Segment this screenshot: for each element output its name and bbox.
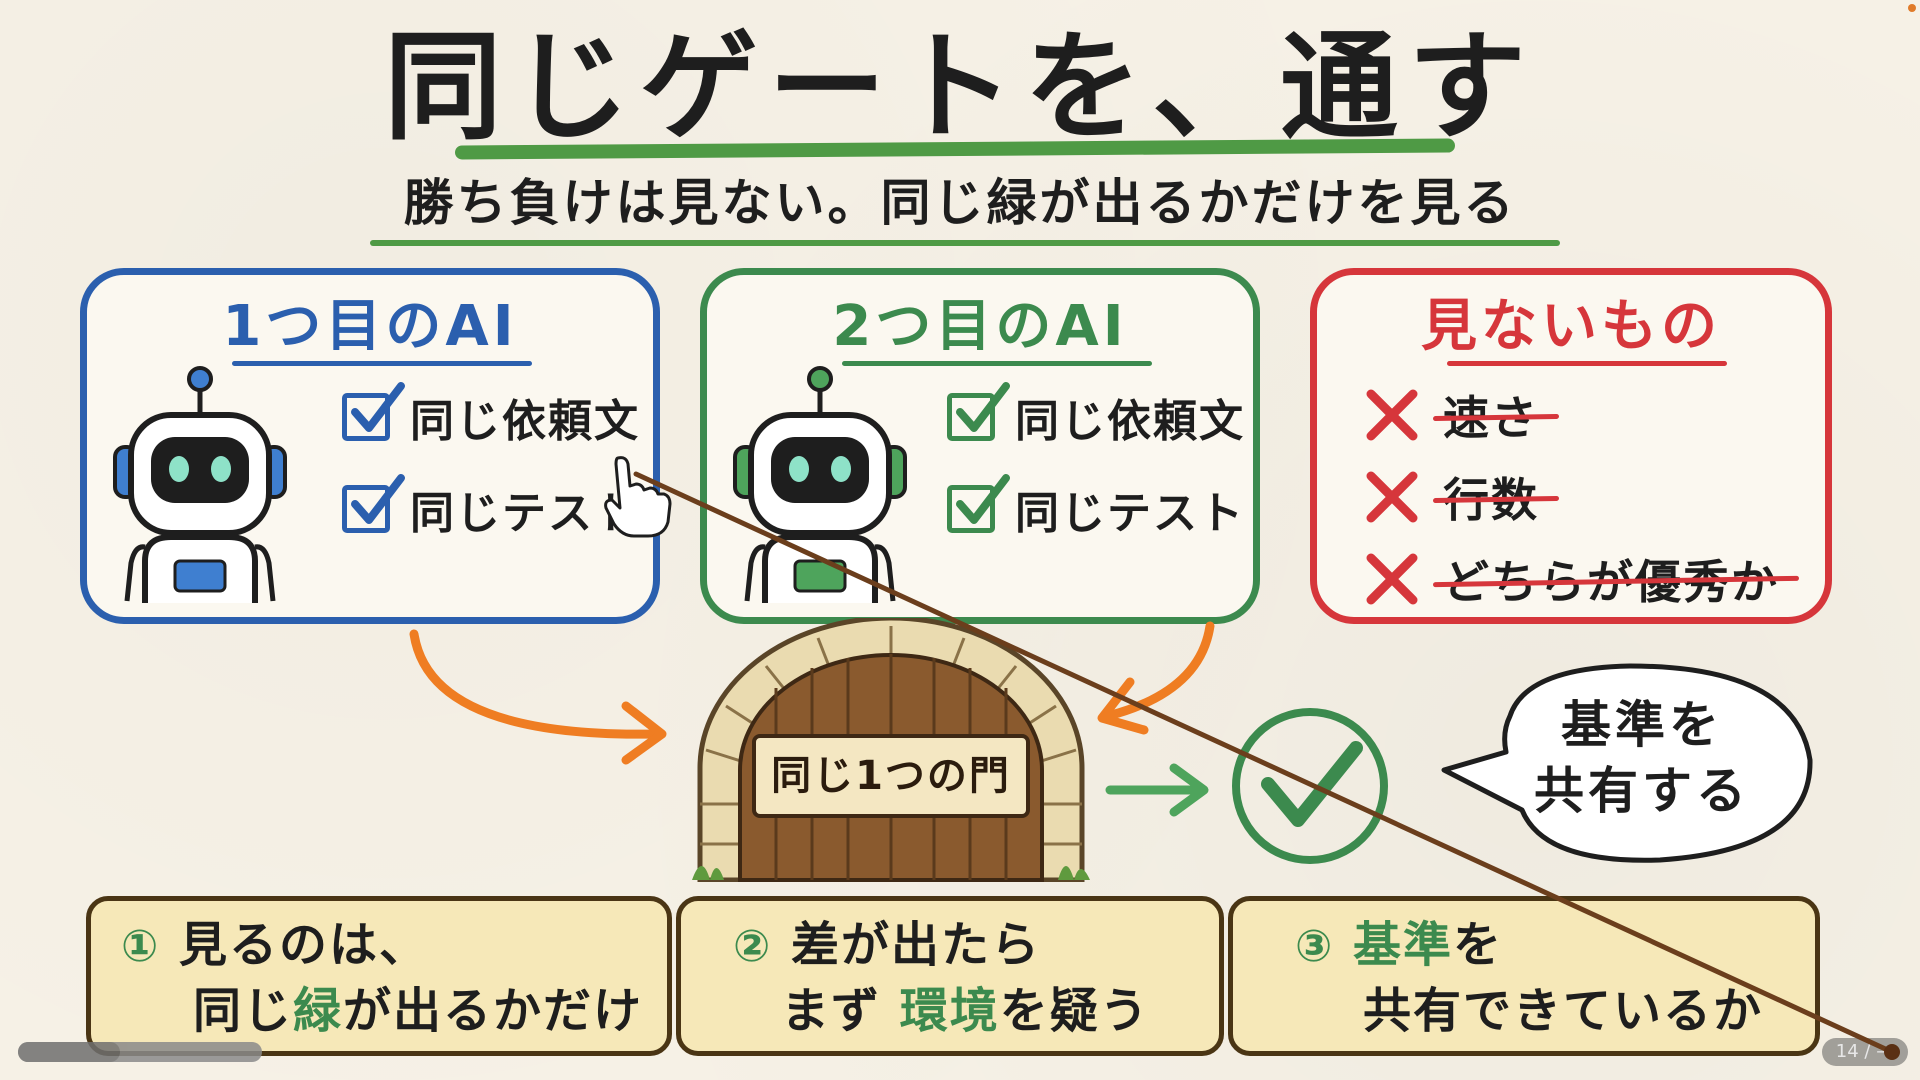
- excluded-item-label: 速さ: [1432, 382, 1560, 448]
- excluded-item-label: どちらが優秀か: [1432, 546, 1800, 612]
- check-circle-icon: [1232, 708, 1388, 864]
- x-mark-icon: [1366, 553, 1418, 605]
- arrow-right-to-gate: [1097, 621, 1215, 735]
- card-first-ai: 1つ目のAI 同じ依頼文 同じテスト: [80, 268, 660, 624]
- list-item: 同じ依頼文: [342, 382, 640, 447]
- list-item: 同じテスト: [947, 474, 1245, 539]
- card-title: 2つ目のAI: [832, 294, 1128, 359]
- list-item: 同じ依頼文: [947, 382, 1245, 447]
- robot-icon: [733, 366, 907, 603]
- slide-title: 同じゲートを、通す: [383, 18, 1536, 156]
- card-title-underline: [842, 361, 1152, 366]
- card-title: 1つ目のAI: [222, 294, 518, 359]
- excluded-list: 速さ 行数 どちらが優秀か: [1363, 385, 1800, 631]
- card-not-seen: 見ないもの 速さ 行数 どちらが優秀か: [1310, 268, 1832, 624]
- point-number: ②: [733, 921, 773, 972]
- progress-fill: [18, 1042, 121, 1062]
- checkbox-icon: [947, 474, 1010, 533]
- robot-icon: [113, 366, 287, 603]
- slide-counter[interactable]: 14 / —: [1822, 1038, 1908, 1066]
- check-list: 同じ依頼文 同じテスト: [342, 382, 640, 571]
- gate-label: 同じ1つの門: [771, 753, 1011, 799]
- check-item-label: 同じ依頼文: [410, 396, 640, 447]
- status-dot: [1908, 4, 1916, 12]
- subtitle-underline: [370, 240, 1560, 246]
- list-item: どちらが優秀か: [1363, 546, 1800, 612]
- list-item: 同じテスト: [342, 474, 640, 539]
- bubble-text: 基準を 共有する: [1534, 696, 1750, 820]
- arrow-to-check: [1105, 763, 1209, 817]
- card-title-underline: [232, 361, 532, 366]
- slide-progress-bar[interactable]: [18, 1042, 262, 1062]
- check-list: 同じ依頼文 同じテスト: [947, 382, 1245, 571]
- excluded-item-label: 行数: [1432, 464, 1560, 530]
- card-title: 見ないもの: [1421, 294, 1721, 359]
- list-item: 速さ: [1363, 385, 1779, 445]
- card-title-underline: [1447, 361, 1727, 366]
- point-box-1: ① 見るのは、 同じ緑が出るかだけ: [86, 896, 672, 1056]
- slide-subtitle: 勝ち負けは見ない。同じ緑が出るかだけを見る: [403, 174, 1517, 232]
- check-item-label: 同じテスト: [1015, 488, 1245, 539]
- list-item: 行数: [1363, 467, 1779, 527]
- point-number: ①: [121, 921, 161, 972]
- point-box-3: ③ 基準を 共有できているか: [1228, 896, 1820, 1056]
- checkbox-icon: [342, 474, 405, 533]
- check-item-label: 同じテスト: [410, 488, 640, 539]
- checkbox-icon: [947, 382, 1010, 441]
- arrow-left-to-gate: [409, 629, 667, 765]
- x-mark-icon: [1366, 389, 1418, 441]
- card-second-ai: 2つ目のAI 同じ依頼文 同じテスト: [700, 268, 1260, 624]
- x-mark-icon: [1366, 471, 1418, 523]
- point-box-2: ② 差が出たら まず 環境を疑う: [676, 896, 1224, 1056]
- check-item-label: 同じ依頼文: [1015, 396, 1245, 447]
- point-number: ③: [1295, 921, 1335, 972]
- checkbox-icon: [342, 382, 405, 441]
